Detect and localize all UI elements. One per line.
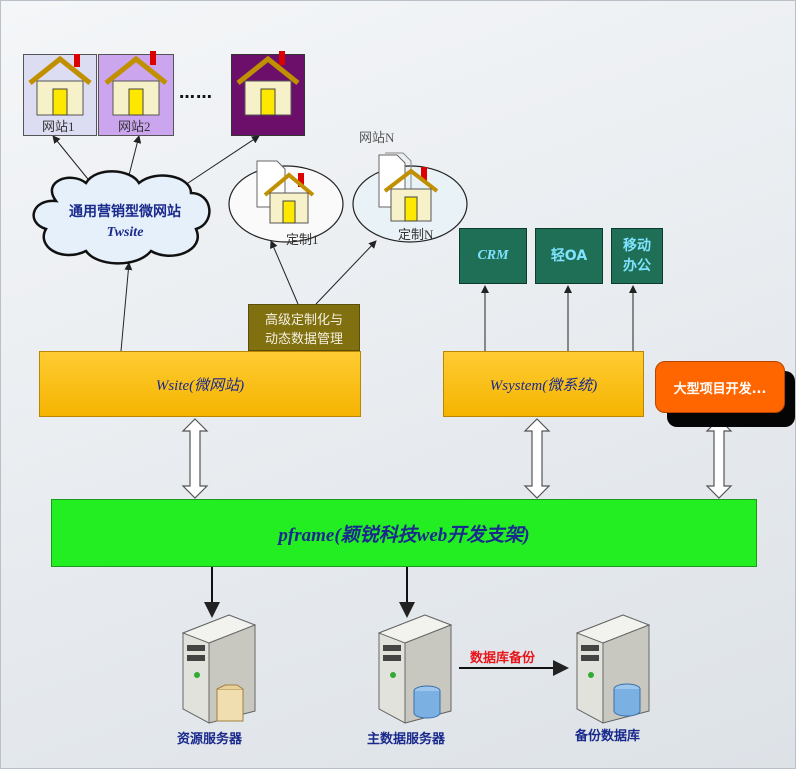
ellipsis-dots: …… — [179, 83, 213, 102]
resource-server-label: 资源服务器 — [177, 732, 243, 747]
advanced-line2: 动态数据管理 — [264, 330, 343, 346]
wsite-bar[interactable]: Wsite(微网站) — [39, 351, 361, 417]
house-icon-site1 — [28, 54, 92, 116]
module-crm[interactable]: CRM — [459, 228, 527, 284]
double-arrow-wsite-pframe — [181, 418, 209, 499]
big-project-label: 大型项目开发... — [673, 381, 767, 397]
siten-label: 网站N — [359, 130, 395, 145]
backup-db-label: 备份数据库 — [575, 729, 641, 744]
big-project-box[interactable]: 大型项目开发... — [655, 361, 785, 413]
server-icon-backup — [575, 614, 651, 724]
twsite-title: 通用营销型微网站 — [69, 204, 181, 220]
pframe-label: pframe(颖锐科技web开发支架) — [278, 524, 530, 546]
arrow-advanced-custom1 — [270, 240, 299, 305]
module-light-oa[interactable]: 轻OA — [535, 228, 603, 284]
document-icon-customn — [378, 152, 439, 222]
wsite-label: Wsite(微网站) — [155, 377, 245, 394]
double-arrow-wsystem-pframe — [523, 418, 551, 499]
wsystem-bar[interactable]: Wsystem(微系统) — [443, 351, 644, 417]
advanced-line1: 高级定制化与 — [264, 311, 343, 327]
site-label-1: 网站1 — [42, 119, 75, 134]
double-arrow-project-pframe — [705, 418, 733, 499]
twsite-cloud-shape — [32, 170, 211, 265]
site-label-2: 网站2 — [118, 119, 151, 134]
house-icon-site2 — [104, 51, 168, 116]
server-icon-resource — [181, 614, 257, 724]
module-mobile-label: 移动 办公 — [623, 238, 651, 274]
pframe-bar[interactable]: pframe(颖锐科技web开发支架) — [51, 499, 757, 567]
advanced-custom-box[interactable]: 高级定制化与 动态数据管理 — [248, 304, 360, 351]
module-mobile-office[interactable]: 移动 办公 — [611, 228, 663, 284]
wsystem-label: Wsystem(微系统) — [489, 377, 598, 394]
module-crm-label: CRM — [477, 248, 509, 263]
arrow-wsite-twsite — [120, 262, 133, 352]
document-icon-custom1 — [256, 160, 315, 224]
module-oa-label: 轻OA — [550, 248, 588, 264]
arrow-twsite-siten — [175, 135, 260, 192]
arrow-advanced-customn — [315, 240, 377, 305]
house-icon-siten — [236, 51, 300, 116]
backup-arrow-label: 数据库备份 — [470, 651, 536, 666]
twsite-cloud[interactable]: 通用营销型微网站 Twsite — [39, 201, 211, 241]
server-icon-main — [377, 614, 453, 724]
main-server-label: 主数据服务器 — [367, 732, 446, 747]
customn-label: 定制N — [398, 227, 434, 242]
custom1-label: 定制1 — [286, 232, 319, 247]
twsite-subtitle: Twsite — [106, 225, 144, 240]
